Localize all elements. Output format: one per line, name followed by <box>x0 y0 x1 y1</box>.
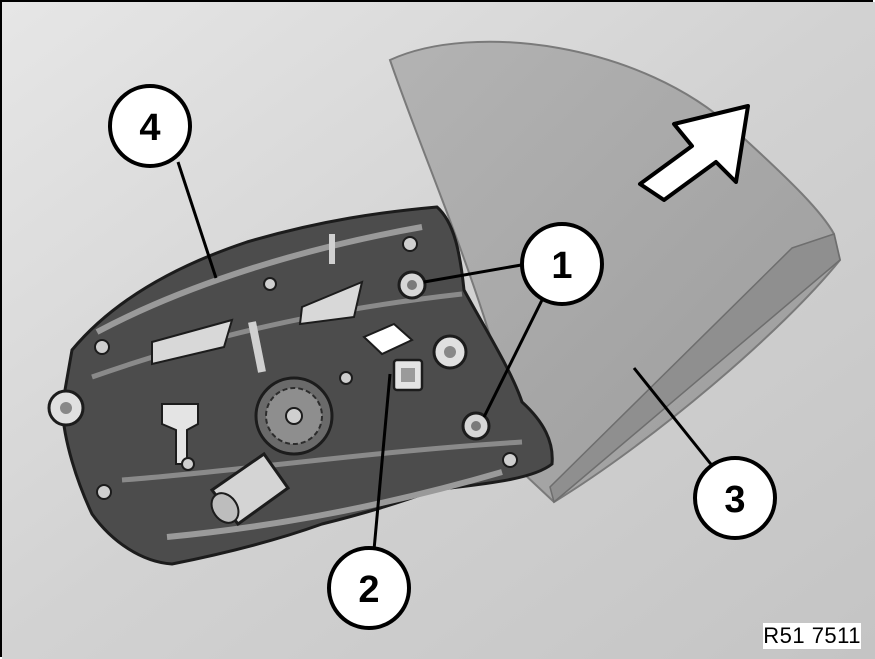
fastening-nut-upper <box>397 270 427 300</box>
window-motor-icon <box>209 376 334 527</box>
fastening-nut-lower <box>461 411 491 441</box>
reference-code: R51 7511 <box>763 623 861 649</box>
callout-4: 4 <box>108 84 192 168</box>
callout-3: 3 <box>693 456 777 540</box>
leader-lines <box>176 161 716 551</box>
up-right-arrow-icon <box>638 104 750 202</box>
callout-2: 2 <box>327 546 411 630</box>
callout-3-label: 3 <box>724 479 745 521</box>
callout-4-label: 4 <box>139 107 160 149</box>
callout-2-label: 2 <box>358 569 379 611</box>
regulator-clip <box>392 358 424 392</box>
callout-1: 1 <box>520 222 604 306</box>
callout-1-label: 1 <box>551 245 572 287</box>
